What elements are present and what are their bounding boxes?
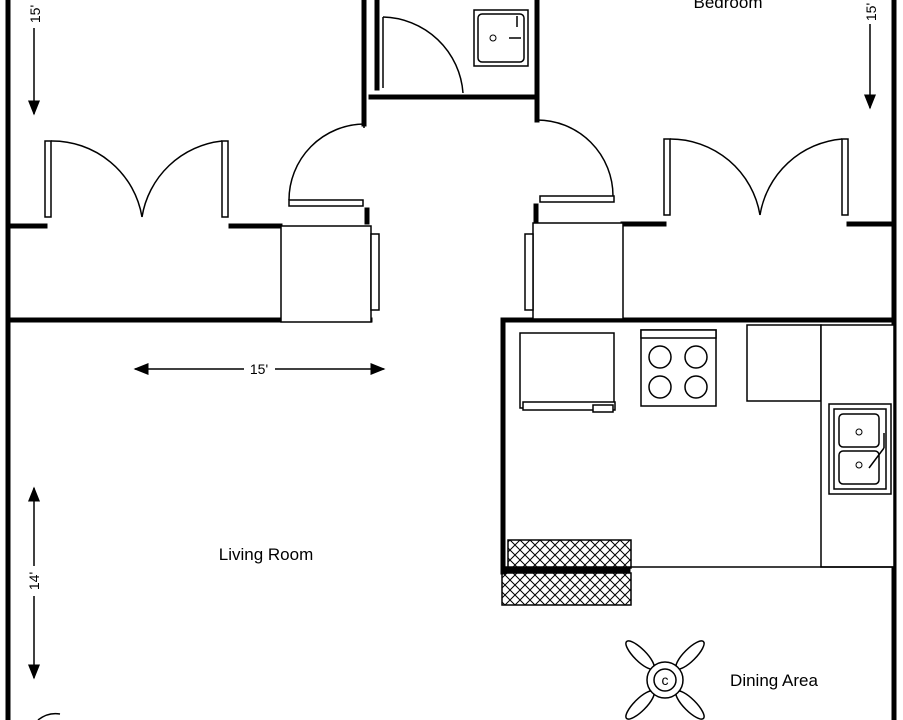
closet-door-swing <box>382 16 464 94</box>
right-bedroom-door <box>536 119 615 203</box>
breakfast-bar-top <box>507 539 632 569</box>
living-room-label: Living Room <box>219 545 314 564</box>
left-bedroom-closet-doors <box>44 140 229 218</box>
dimension-living-height: 14' <box>26 486 42 680</box>
bedroom-label: Bedroom <box>694 0 763 12</box>
ceiling-fan-mark: c <box>662 672 669 688</box>
ceiling-fan: c <box>625 640 705 720</box>
breakfast-bar-bottom <box>501 572 632 606</box>
dining-area-label: Dining Area <box>730 671 818 690</box>
hall-closet <box>382 9 529 94</box>
right-bedroom-height-label: 15' <box>863 3 879 21</box>
stove-range <box>640 329 717 407</box>
vanity-sink <box>473 9 529 67</box>
left-bedroom-door <box>288 123 365 207</box>
dimension-left-bedroom: 15' <box>27 5 43 116</box>
double-sink <box>828 403 892 495</box>
left-bedroom-height-label: 15' <box>27 5 43 23</box>
living-room-height-label: 14' <box>26 572 42 590</box>
kitchen <box>501 324 895 606</box>
left-appliance <box>280 225 380 323</box>
dishwasher <box>746 324 822 402</box>
dimension-right-bedroom: 15' <box>863 3 879 110</box>
dimension-living-width: 15' <box>133 361 386 377</box>
living-room-width-label: 15' <box>250 361 268 377</box>
entry-door-swing <box>37 712 61 720</box>
right-bedroom-closet-doors <box>663 138 849 216</box>
refrigerator <box>519 332 616 413</box>
right-appliance <box>524 222 624 320</box>
